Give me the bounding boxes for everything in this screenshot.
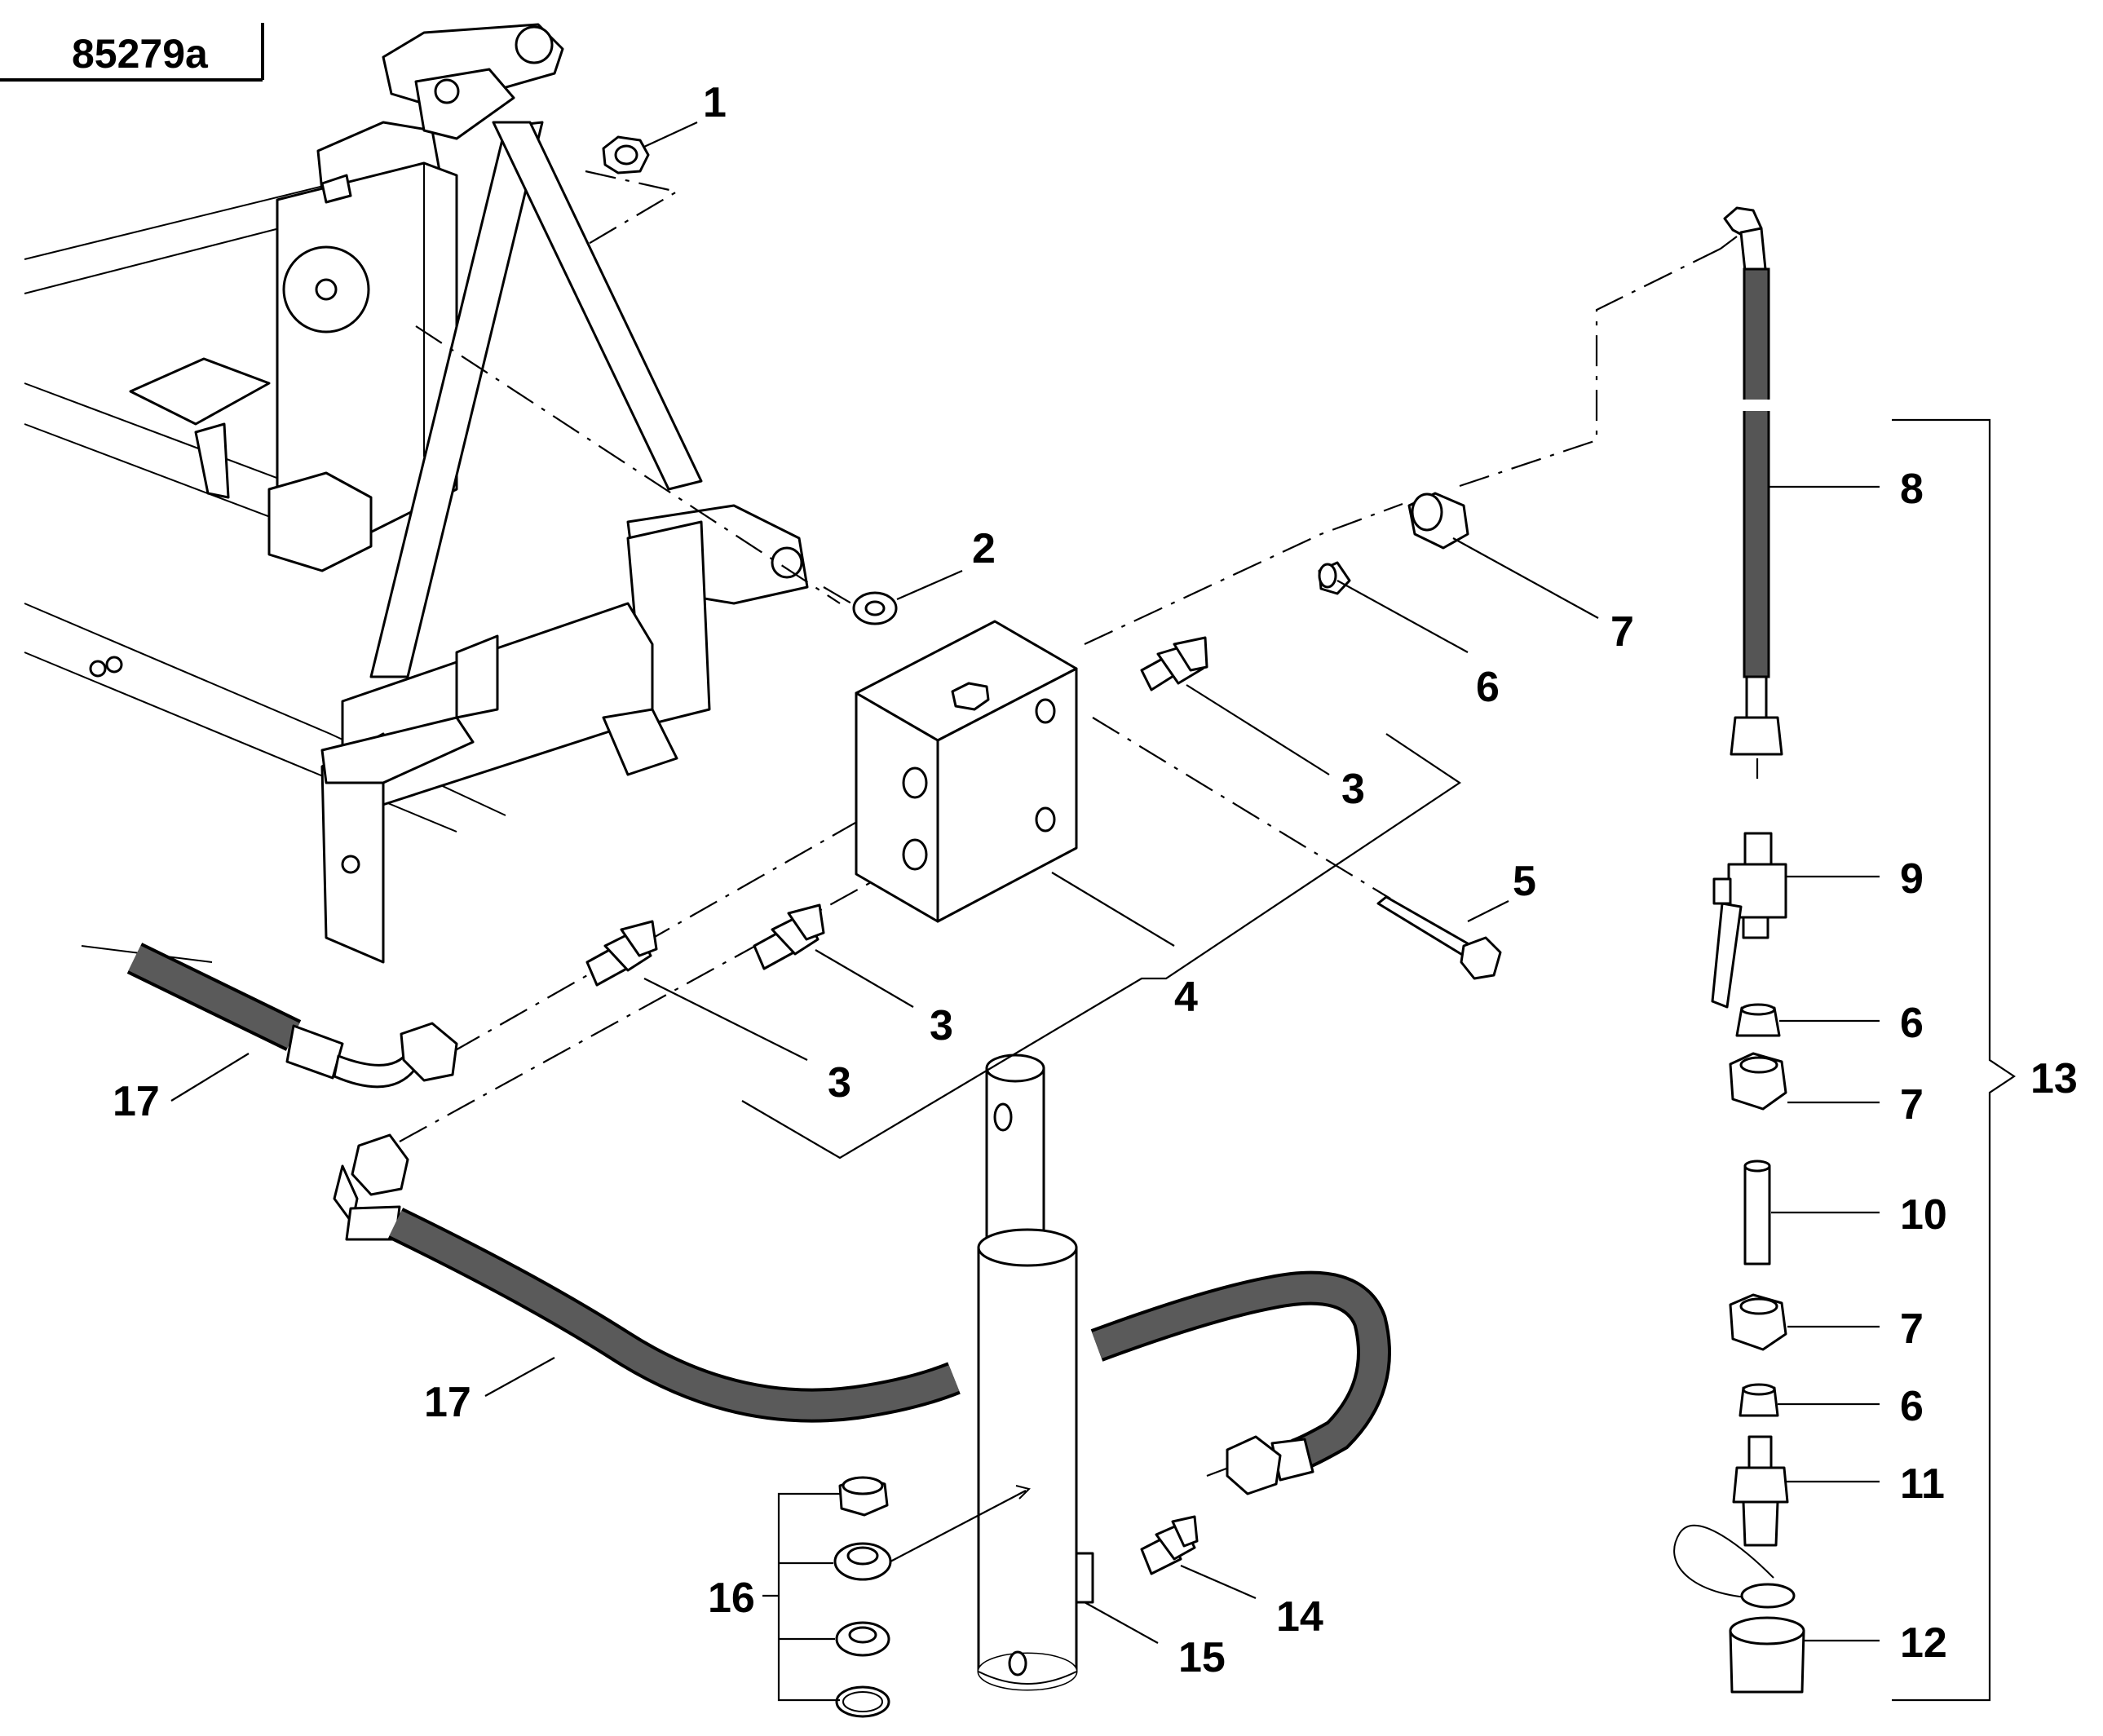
figure-reference-label: 85279a	[72, 31, 209, 77]
callout-7-mid: 7	[1900, 1081, 1924, 1129]
callout-16: 16	[708, 1575, 755, 1622]
callout-labels: 1 2 3 3 3 4 5 6 6 6 7 7 7 8 9 10 11 12 1…	[113, 79, 2078, 1681]
part-6-ferrule-stack-upper	[1735, 1003, 1781, 1037]
part-7-nut-stack-upper	[1729, 1052, 1787, 1111]
callout-9: 9	[1900, 855, 1924, 903]
callout-17-upper: 17	[113, 1078, 160, 1125]
callout-3-upper: 3	[1341, 766, 1365, 813]
callout-6-upper: 6	[1476, 664, 1500, 711]
callout-7-low: 7	[1900, 1305, 1924, 1353]
part-17-hose-upper	[126, 943, 458, 1089]
callout-4: 4	[1174, 974, 1198, 1021]
part-7-nut-upper	[1407, 492, 1469, 550]
part-4-valve-block	[855, 620, 1078, 923]
part-9-ball-valve	[1711, 832, 1787, 1009]
callout-14: 14	[1276, 1593, 1323, 1641]
part-15-cylinder	[977, 1054, 1094, 1691]
mower-frame-drawing	[24, 23, 809, 964]
part-11-quick-coupler	[1732, 1435, 1789, 1547]
callout-7-upper: 7	[1610, 608, 1634, 656]
part-8-hose	[1723, 206, 1783, 756]
callout-2: 2	[972, 525, 996, 572]
callout-15: 15	[1178, 1634, 1226, 1681]
part-5-bolt	[1376, 895, 1502, 980]
part-2-washer	[852, 591, 898, 625]
callout-10: 10	[1900, 1191, 1947, 1239]
part-7-nut-stack-lower	[1729, 1293, 1787, 1351]
part-1-nut	[602, 135, 650, 174]
callout-12: 12	[1900, 1619, 1947, 1667]
callout-3-lower-left: 3	[828, 1059, 851, 1107]
leader-lines	[170, 121, 2016, 1702]
callout-6-mid: 6	[1900, 1000, 1924, 1047]
assembly-centerlines	[399, 170, 1759, 1478]
callout-13: 13	[2030, 1055, 2078, 1102]
callout-3-lower-right: 3	[930, 1002, 953, 1049]
part-10-tube	[1743, 1160, 1771, 1266]
part-14-fitting	[1140, 1515, 1199, 1575]
callout-17-lower: 17	[424, 1379, 471, 1426]
part-6-ferrule-stack-lower	[1739, 1383, 1779, 1417]
callout-5: 5	[1513, 858, 1536, 905]
part-12-dust-cap	[1673, 1524, 1805, 1694]
callout-6-low: 6	[1900, 1383, 1924, 1430]
callout-1: 1	[703, 79, 727, 126]
part-17-hose-lower	[333, 1133, 1391, 1495]
part-16-seal-kit	[833, 1476, 892, 1718]
figure-reference-box: 85279a	[0, 23, 264, 82]
part-3-fitting-lower-right	[753, 903, 825, 970]
part-3-fitting-upper	[1140, 636, 1208, 691]
part-6-ferrule-upper	[1318, 561, 1351, 595]
callout-11: 11	[1900, 1460, 1945, 1508]
part-3-fitting-lower-left	[585, 920, 658, 987]
callout-8: 8	[1900, 466, 1924, 513]
